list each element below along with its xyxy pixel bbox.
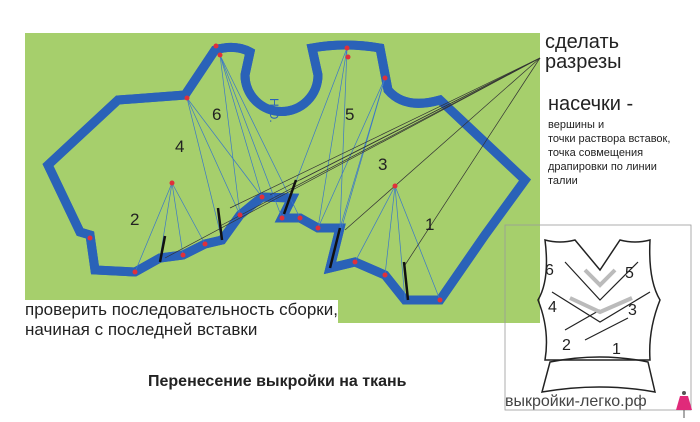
caption: Перенесение выкройки на ткань (148, 373, 407, 390)
piece-numbers: 1 2 3 4 5 6 (130, 105, 434, 234)
sketch-number: 5 (625, 265, 634, 282)
sketch-number: 4 (548, 299, 557, 316)
site-link[interactable]: выкройки-легко.рф (505, 393, 647, 410)
cut-label: сделать разрезы (545, 31, 622, 73)
notch-dots (87, 43, 443, 303)
cut-lines (158, 179, 410, 301)
bodice-sketch: 6 5 4 3 2 1 (504, 224, 692, 411)
piece-number: 5 (345, 105, 354, 124)
notches-title: насечки - (548, 93, 634, 115)
piece-number: 1 (425, 215, 434, 234)
notches-description: вершины и точки раствора вставок, точка … (548, 119, 671, 187)
dress-form-icon (676, 391, 692, 418)
piece-number: 2 (130, 210, 139, 229)
sketch-number: 1 (612, 341, 621, 358)
fabric-background (25, 33, 540, 323)
check-assembly-note: проверить последовательность сборки, нач… (25, 300, 338, 340)
piece-number: 4 (175, 137, 184, 156)
piece-number: 6 (212, 105, 221, 124)
grain-line-label: Н.О. (267, 98, 281, 123)
sketch-number: 3 (628, 302, 637, 319)
guide-lines (134, 47, 441, 301)
sketch-number: 2 (562, 337, 571, 354)
piece-number: 3 (378, 155, 387, 174)
pointer-lines (164, 57, 541, 266)
sketch-number: 6 (545, 262, 554, 279)
